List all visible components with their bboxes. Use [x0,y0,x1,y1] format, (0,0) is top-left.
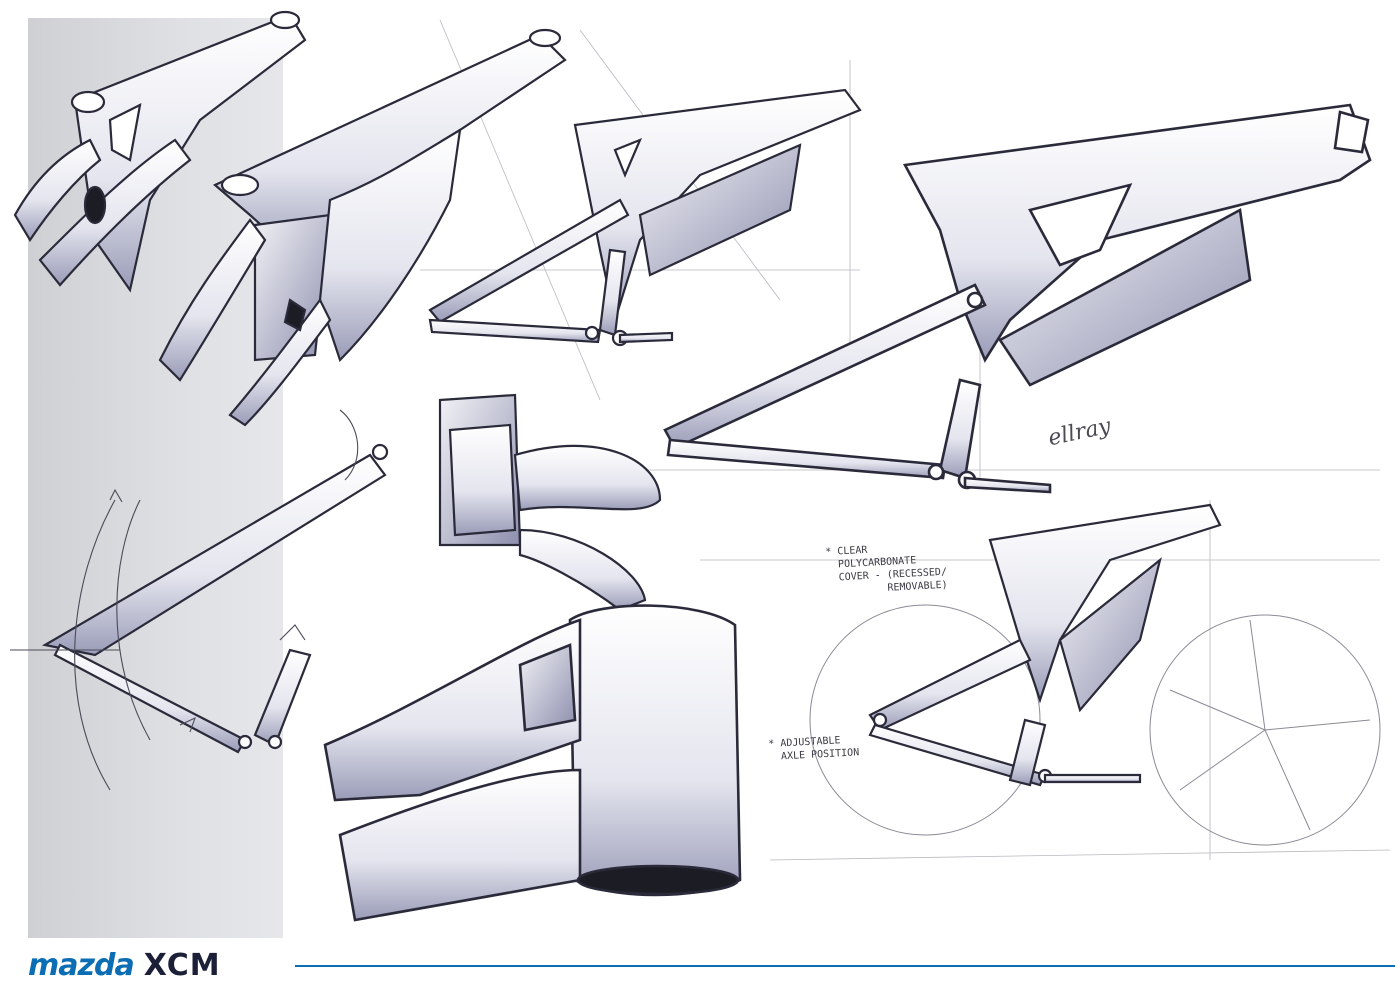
rotation-arrow-icon [10,409,359,791]
frame-sketch-side-view-large [663,103,1372,494]
dropout-detail-sketch [438,393,662,612]
brand-model: XCM [143,947,221,983]
note-adjustable-axle: * ADJUSTABLE AXLE POSITION [768,735,860,763]
brand-logo: mazda [28,947,135,983]
bottom-bracket-detail-sketch [323,604,742,922]
note-clear-cover: * CLEAR POLYCARBONATE COVER - (RECESSED/… [825,544,948,597]
footer-divider [295,965,1395,967]
brand-footer: mazda XCM [28,947,221,983]
rear-triangle-sketch [41,443,389,754]
frame-sketch-side-view-small [428,88,862,347]
frame-sketch-battery-perspective [158,28,567,427]
frame-sketch-headtube-closeup [13,10,307,293]
full-bike-sketch [809,503,1381,846]
